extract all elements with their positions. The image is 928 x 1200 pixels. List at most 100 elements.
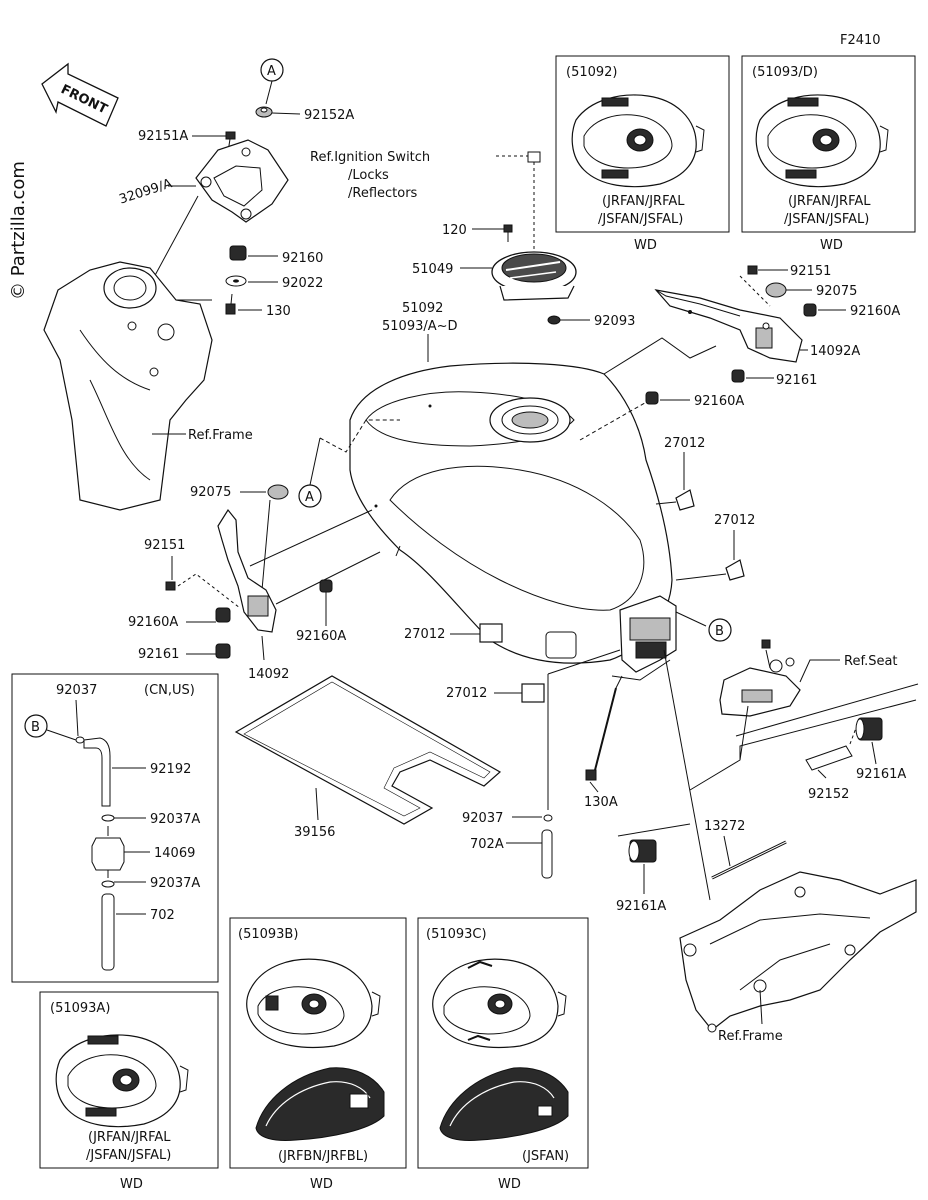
inset-51093c-title: (51093C): [426, 927, 487, 942]
callout-b-inset[interactable]: B: [24, 714, 48, 738]
rear-mount-bracket-icon: [619, 595, 677, 673]
label-51092: 51092: [402, 301, 443, 316]
tank-variant-51093c-top-icon: [432, 958, 567, 1049]
bracket-14092a-icon: [654, 289, 803, 363]
bolt-92151-right-icon: [747, 265, 758, 275]
inset-51093b-models-1: (JRFBN/JRFBL): [278, 1149, 368, 1164]
filter-14069-icon: [91, 826, 125, 878]
hose-702a-icon: [541, 829, 553, 879]
inset-51093a-models-1: (JRFAN/JRFAL: [88, 1130, 171, 1145]
tank-variant-51093b-top-icon: [246, 958, 381, 1049]
inset-51093b-title: (51093B): [238, 927, 298, 942]
label-92151-right: 92151: [790, 264, 831, 279]
label-ref-frame-left: Ref.Frame: [188, 428, 253, 443]
label-51093a-d: 51093/A~D: [382, 319, 458, 334]
clamp-92037a-2-icon: [101, 880, 115, 888]
callout-a-top[interactable]: A: [260, 58, 284, 82]
label-702a: 702A: [470, 837, 504, 852]
label-27012-c: 27012: [404, 627, 445, 642]
label-92161a-bottom: 92161A: [616, 899, 666, 914]
grommet-92093-icon: [547, 315, 561, 325]
label-130a: 130A: [584, 795, 618, 810]
label-51049: 51049: [412, 262, 453, 277]
inset-51093c: (51093C) (JSFAN): [417, 917, 589, 1169]
fuel-tank-icon: [349, 362, 673, 664]
label-92075-left: 92075: [190, 485, 231, 500]
inset-51093d-models-1: (JRFAN/JRFAL: [788, 194, 871, 209]
damper-92160-icon: [229, 245, 247, 261]
inset-51093a-footer: WD: [120, 1177, 143, 1192]
inset-hose-92192: 92192: [150, 762, 191, 777]
bracket-32099-icon: [195, 139, 289, 223]
label-ref-ignition-1: Ref.Ignition Switch: [310, 150, 430, 165]
label-92160-top: 92160: [282, 251, 323, 266]
pad-on-tank-icon: [545, 631, 577, 659]
damper-92161-right-icon: [731, 369, 745, 383]
label-92161-left: 92161: [138, 647, 179, 662]
label-92151a: 92151A: [138, 129, 188, 144]
damper-92160a-mid-icon: [645, 391, 659, 405]
bolt-92151-left-icon: [165, 581, 176, 591]
mat-39156-icon: [234, 675, 502, 825]
label-ref-frame-right: Ref.Frame: [718, 1029, 783, 1044]
bolt-130a-icon: [585, 687, 617, 781]
label-92152a: 92152A: [304, 108, 354, 123]
label-92160a-left: 92160A: [128, 615, 178, 630]
inset-hose-region: (CN,US): [144, 683, 195, 698]
inset-51093d-title: (51093/D): [752, 65, 818, 80]
cap-92075-left-icon: [267, 484, 289, 500]
label-130: 130: [266, 304, 291, 319]
inset-hose-14069: 14069: [154, 846, 195, 861]
label-92160a-center: 92160A: [296, 629, 346, 644]
label-92160a-right: 92160A: [850, 304, 900, 319]
damper-92160a-left-icon: [215, 607, 231, 623]
label-92152: 92152: [808, 787, 849, 802]
inset-51092-models-2: /JSFAN/JSFAL): [598, 212, 683, 227]
collar-92152-icon: [805, 745, 853, 771]
callout-a-top-label: A: [267, 64, 276, 79]
inset-51093c-footer: WD: [498, 1177, 521, 1192]
label-120: 120: [442, 223, 467, 238]
right-frame-icon: [679, 871, 917, 1033]
damper-92161a-right-icon: [855, 717, 883, 741]
inset-51093d-footer: WD: [820, 238, 843, 253]
bolt-130-icon: [225, 293, 236, 315]
inset-hose-702: 702: [150, 908, 175, 923]
hose-702-icon: [101, 893, 115, 971]
tank-variant-51093c-side-icon: [439, 1067, 569, 1141]
pad-27012-c-icon: [479, 623, 503, 643]
callout-a-mid[interactable]: A: [298, 484, 322, 508]
callout-b-inset-label: B: [31, 720, 40, 735]
pad-27012-a-icon: [675, 489, 695, 511]
inset-51093d: (51093/D) (JRFAN/JRFAL /JSFAN/JSFAL): [741, 55, 916, 233]
diagram-id: F2410: [840, 33, 881, 48]
label-ref-ignition-2: /Locks: [348, 168, 389, 183]
damper-92161a-bottom-icon: [628, 839, 657, 863]
damper-92160a-right-icon: [803, 303, 817, 317]
inset-51092: (51092) (JRFAN/JRFAL /JSFAN/JSFAL): [555, 55, 730, 233]
label-13272: 13272: [704, 819, 745, 834]
inset-51093a-models-2: /JSFAN/JSFAL): [86, 1148, 171, 1163]
label-92093: 92093: [594, 314, 635, 329]
label-92022: 92022: [282, 276, 323, 291]
callout-b-right[interactable]: B: [708, 618, 732, 642]
seat-lock-icon: [719, 639, 801, 717]
label-92161-right: 92161: [776, 373, 817, 388]
inset-51093c-models-1: (JSFAN): [522, 1149, 569, 1164]
label-39156: 39156: [294, 825, 335, 840]
callout-a-mid-label: A: [305, 490, 314, 505]
inset-hose-92037: 92037: [56, 683, 97, 698]
bracket-14092-icon: [217, 508, 277, 633]
copyright-watermark: © Partzilla.com: [8, 161, 29, 300]
label-14092: 14092: [248, 667, 289, 682]
fuel-cap-51049-icon: [491, 251, 577, 301]
grommet-92152a-icon: [255, 106, 273, 118]
inset-51092-title: (51092): [566, 65, 618, 80]
damper-92160a-center-icon: [319, 579, 333, 593]
inset-51092-footer: WD: [634, 238, 657, 253]
washer-92022-icon: [225, 275, 247, 287]
ignition-switch-icon: [527, 151, 541, 250]
tank-variant-51093b-side-icon: [255, 1067, 385, 1141]
label-27012-d: 27012: [446, 686, 487, 701]
